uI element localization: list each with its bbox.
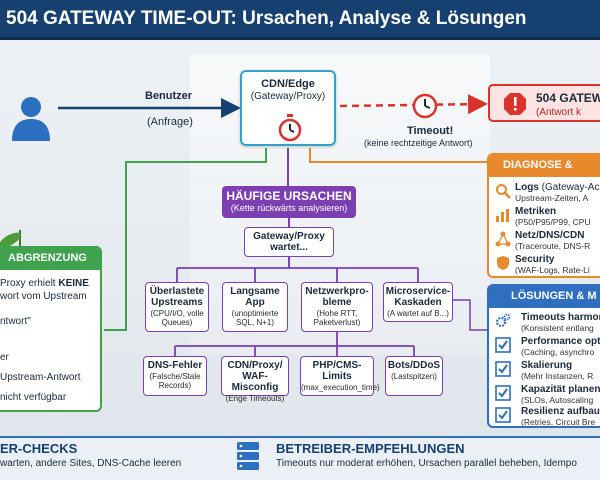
cause-box: Langsame App (unoptimierte SQL, N+1) xyxy=(222,282,288,332)
gateway-error-subtitle: (Antwort k xyxy=(536,107,582,118)
user-checks-text: warten, andere Sites, DNS-Cache leeren xyxy=(0,458,182,469)
clock-icon xyxy=(412,93,438,119)
loesungen-item-sub: (Caching, asynchro xyxy=(521,347,595,357)
cause-title: Überlastete Upstreams xyxy=(149,286,205,308)
cause-subtitle: (max_execution_time) xyxy=(301,383,380,392)
abgrenzung-line: nicht verfügbar xyxy=(0,392,67,403)
cause-box: DNS-Fehler (Falsche/Stale Records) xyxy=(143,356,207,396)
abgrenzung-line: wort vom Upstream xyxy=(0,291,87,302)
cause-box: PHP/CMS-Limits (max_execution_time) xyxy=(300,356,380,396)
cause-title: DNS-Fehler xyxy=(147,360,203,371)
cause-title: Langsame App xyxy=(230,286,280,308)
cause-root-box: Gateway/Proxy wartet... xyxy=(244,227,334,257)
causes-subtitle: (Kette rückwärts analysieren) xyxy=(230,203,348,213)
abgrenzung-line-bold: KEINE xyxy=(58,278,89,289)
diagnose-panel: DIAGNOSE & Logs (Gateway-Ac Upstream-Zei… xyxy=(487,153,600,278)
diagnose-item-title: Logs (Gateway-Ac xyxy=(515,182,600,193)
cause-root-line2: wartet... xyxy=(270,242,308,253)
cause-title: PHP/CMS-Limits xyxy=(312,360,362,382)
operator-recommendations-text: Timeouts nur moderat erhöhen, Ursachen p… xyxy=(276,458,577,469)
loesungen-item-sub: (Konsistent entlang xyxy=(521,323,594,333)
abgrenzung-line: Proxy erhielt KEINE xyxy=(0,278,89,289)
bottom-bar xyxy=(0,436,600,480)
shield-icon xyxy=(497,256,509,270)
loesungen-title: LÖSUNGEN & M xyxy=(489,286,600,308)
check-icon xyxy=(495,361,511,377)
search-icon xyxy=(496,184,511,199)
check-icon xyxy=(495,407,511,423)
diagnose-item-sub: Upstream-Zeiten, A xyxy=(515,193,589,203)
cause-subtitle: (unoptimierte SQL, N+1) xyxy=(231,309,279,327)
cause-subtitle: (Hohe RTT, Paketverlust) xyxy=(313,309,361,327)
cause-subtitle: (Enge Timeouts) xyxy=(225,394,285,403)
gears-icon xyxy=(495,313,511,328)
loesungen-item-sub: (Retries, Circuit Bre xyxy=(521,417,596,427)
cause-title: CDN/Proxy/ WAF-Misconfig xyxy=(227,360,283,393)
cause-box: Überlastete Upstreams (CPU/I/O, volle Qu… xyxy=(145,282,209,332)
page-title: 504 GATEWAY TIME-OUT: Ursachen, Analyse … xyxy=(6,7,527,29)
cause-box: CDN/Proxy/ WAF-Misconfig (Enge Timeouts) xyxy=(221,356,289,403)
diagnose-item-title: Metriken xyxy=(515,206,557,217)
network-icon xyxy=(495,231,511,247)
diagnose-item-sub: (P50/P95/P99, CPU xyxy=(515,217,591,227)
diagnose-item-sub: (WAF-Logs, Rate-Li xyxy=(515,265,590,275)
cause-box: Microservice-Kaskaden (A wartet auf B...… xyxy=(383,282,453,322)
user-label: Benutzer xyxy=(145,90,193,102)
cause-subtitle: (Lastspitzen) xyxy=(391,372,437,381)
cause-title: Microservice-Kaskaden xyxy=(385,286,451,308)
abgrenzung-line: er xyxy=(0,352,9,363)
diagnose-item-title: Security xyxy=(515,254,555,265)
check-icon xyxy=(495,385,511,401)
gateway-error-box: 504 GATEW (Antwort k xyxy=(488,84,600,122)
loesungen-item-title: Timeouts harmon xyxy=(521,312,600,323)
diagnose-item-sub: (Traceroute, DNS-R xyxy=(515,241,591,251)
gateway-error-title: 504 GATEW xyxy=(536,91,600,105)
cdn-edge-box: CDN/Edge (Gateway/Proxy) xyxy=(240,70,336,146)
error-icon xyxy=(504,93,526,115)
diagnose-title: DIAGNOSE & xyxy=(489,155,600,177)
causes-title: HÄUFIGE URSACHEN xyxy=(226,189,352,203)
check-icon xyxy=(495,337,511,353)
operator-recommendations-title: BETREIBER-EMPFEHLUNGEN xyxy=(276,441,465,456)
abgrenzung-panel: ABGRENZUNG Proxy erhielt KEINE wort vom … xyxy=(0,246,102,412)
cause-subtitle: (A wartet auf B...) xyxy=(387,309,449,318)
cause-title: Bots/DDoS xyxy=(387,360,441,371)
timeout-label: Timeout! xyxy=(407,125,454,137)
abgrenzung-line: Upstream-Antwort xyxy=(0,372,81,383)
request-label: (Anfrage) xyxy=(147,116,193,128)
loesungen-item-title: Resilienz aufbau xyxy=(521,406,600,417)
abgrenzung-line-text: Proxy erhielt xyxy=(0,278,59,289)
loesungen-item-title: Kapazität planen xyxy=(521,384,600,395)
loesungen-item-title: Performance opt xyxy=(521,336,600,347)
timeout-subtitle: (keine rechtzeitige Antwort) xyxy=(364,138,473,148)
cdn-title: CDN/Edge xyxy=(261,78,315,90)
loesungen-panel: LÖSUNGEN & M Timeouts harmon (Konsistent… xyxy=(487,284,600,428)
loesungen-item-sub: (Mehr Instanzen, R xyxy=(521,371,594,381)
cause-title: Netzwerkpro-bleme xyxy=(305,286,369,308)
user-icon xyxy=(12,97,50,141)
cdn-subtitle: (Gateway/Proxy) xyxy=(250,91,326,102)
loesungen-item-title: Skalierung xyxy=(521,360,573,371)
diagnose-item-title: Netz/DNS/CDN xyxy=(515,230,585,241)
cause-subtitle: (CPU/I/O, volle Queues) xyxy=(150,309,204,327)
title-bar: 504 GATEWAY TIME-OUT: Ursachen, Analyse … xyxy=(0,0,600,40)
cause-root-line1: Gateway/Proxy xyxy=(253,231,325,242)
loesungen-item-sub: (SLOs, Autoscaling xyxy=(521,395,594,405)
chart-icon xyxy=(496,209,509,222)
causes-header: HÄUFIGE URSACHEN (Kette rückwärts analys… xyxy=(222,186,356,218)
user-checks-title: ER-CHECKS xyxy=(0,441,78,456)
cause-box: Netzwerkpro-bleme (Hohe RTT, Paketverlus… xyxy=(301,282,373,332)
abgrenzung-title: ABGRENZUNG xyxy=(0,248,100,270)
cause-box: Bots/DDoS (Lastspitzen) xyxy=(385,356,443,396)
stopwatch-icon xyxy=(278,114,302,142)
server-icon xyxy=(237,442,259,470)
cause-subtitle: (Falsche/Stale Records) xyxy=(149,372,201,390)
abgrenzung-line: ntwort" xyxy=(0,316,31,327)
